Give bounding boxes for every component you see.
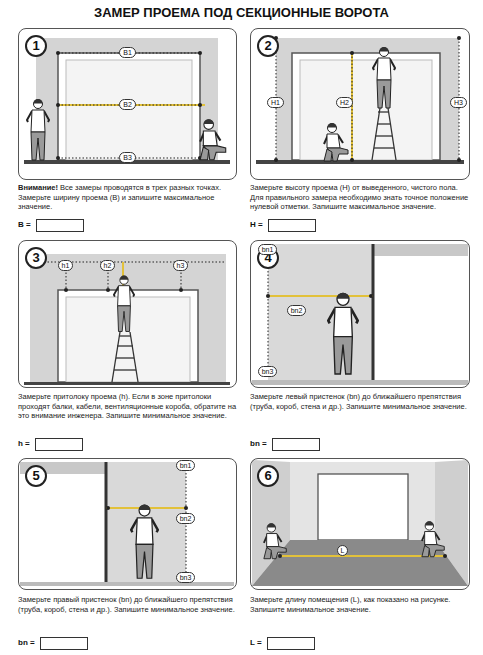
- instruction-text: Замерьте левый пристенок (bn) до ближайш…: [250, 392, 470, 411]
- field-label: h =: [18, 439, 30, 448]
- callout-text: bn1: [180, 462, 192, 469]
- instruction-text: Замерьте высоту проема (H) от выведенног…: [250, 183, 470, 212]
- step-panel: 6L: [250, 458, 470, 590]
- dimension-callout: bn3: [258, 366, 278, 377]
- instruction-sentence: Замерьте левый пристенок (bn) до ближайш…: [250, 392, 467, 411]
- value-field: bn =: [18, 637, 88, 650]
- callout-text: bn3: [180, 574, 192, 581]
- instruction-text: Внимание!Все замеры проводятся в трех ра…: [18, 183, 237, 212]
- dimension-callout: h3: [173, 260, 189, 271]
- step-panel: 4bn1bn2bn3: [250, 240, 470, 388]
- step-number: 1: [25, 35, 47, 57]
- callout-text: H1: [271, 99, 280, 106]
- dimension-callout: B1: [119, 47, 136, 58]
- step-panel: 3 h1 h2 h3: [18, 240, 237, 388]
- instruction-sentence: Замерьте длину помещения (L), как показа…: [250, 595, 450, 614]
- value-field: bn =: [250, 438, 320, 451]
- step-number: 5: [25, 465, 47, 487]
- callout-text: B1: [123, 49, 132, 56]
- entry-box: [36, 219, 84, 232]
- value-field: B =: [18, 219, 84, 232]
- callout-text: bn2: [180, 515, 192, 522]
- warning-word: Внимание!: [18, 183, 58, 192]
- callout-text: bn2: [291, 307, 303, 314]
- instruction-sentence: Замерьте правый пристенок (bn) до ближай…: [18, 595, 235, 614]
- page-title: ЗАМЕР ПРОЕМА ПОД СЕКЦИОННЫЕ ВОРОТА: [0, 5, 483, 20]
- value-field: h =: [18, 438, 83, 451]
- step-panel: 5 bn1 bn2 bn3: [18, 458, 237, 590]
- dimension-callout: H2: [336, 97, 353, 108]
- dimension-callout: h2: [100, 260, 116, 271]
- step-panel: 1B1B2B3: [18, 28, 237, 180]
- step-panel: 2H1 H2 H3: [250, 28, 470, 180]
- dimension-callout: H3: [450, 97, 467, 108]
- value-field: L =: [250, 637, 315, 650]
- dimension-callout: bn2: [287, 305, 307, 316]
- dimension-callout: bn2: [176, 513, 196, 524]
- instruction-text: Замерьте притолоку проема (h). Если в зо…: [18, 392, 237, 421]
- dimension-callout: H1: [267, 97, 284, 108]
- entry-box: [267, 637, 315, 650]
- dimension-callout: h1: [58, 260, 74, 271]
- dimension-callout: bn3: [176, 572, 196, 583]
- entry-box: [268, 219, 316, 232]
- callout-text: h3: [177, 262, 185, 269]
- field-label: L =: [250, 638, 262, 647]
- dimension-callout: B2: [119, 99, 136, 110]
- instruction-sentence: Замерьте притолоку проема (h). Если в зо…: [18, 392, 236, 420]
- callout-text: H2: [340, 99, 349, 106]
- entry-box: [40, 637, 88, 650]
- field-label: bn =: [18, 638, 35, 647]
- dimension-callout: bn1: [258, 244, 278, 255]
- dimension-callout: bn1: [176, 460, 196, 471]
- step-number: 2: [257, 35, 279, 57]
- callout-text: h1: [62, 262, 70, 269]
- instruction-text: Замерьте длину помещения (L), как показа…: [250, 595, 470, 614]
- callout-text: B2: [123, 101, 132, 108]
- field-label: H =: [250, 220, 263, 229]
- callout-text: B3: [123, 154, 132, 161]
- entry-box: [35, 438, 83, 451]
- step-number: 6: [257, 465, 279, 487]
- value-field: H =: [250, 219, 316, 232]
- callout-text: L: [341, 547, 345, 554]
- instruction-sentence: Замерьте высоту проема (H) от выведенног…: [250, 183, 468, 211]
- entry-box: [272, 438, 320, 451]
- field-label: B =: [18, 220, 31, 229]
- step-number: 3: [25, 247, 47, 269]
- dimension-callout: B3: [119, 152, 136, 163]
- callout-text: bn1: [262, 246, 274, 253]
- callout-text: h2: [104, 262, 112, 269]
- instruction-text: Замерьте правый пристенок (bn) до ближай…: [18, 595, 237, 614]
- dimension-callout: L: [337, 545, 349, 556]
- callout-text: H3: [454, 99, 463, 106]
- field-label: bn =: [250, 439, 267, 448]
- callout-text: bn3: [262, 368, 274, 375]
